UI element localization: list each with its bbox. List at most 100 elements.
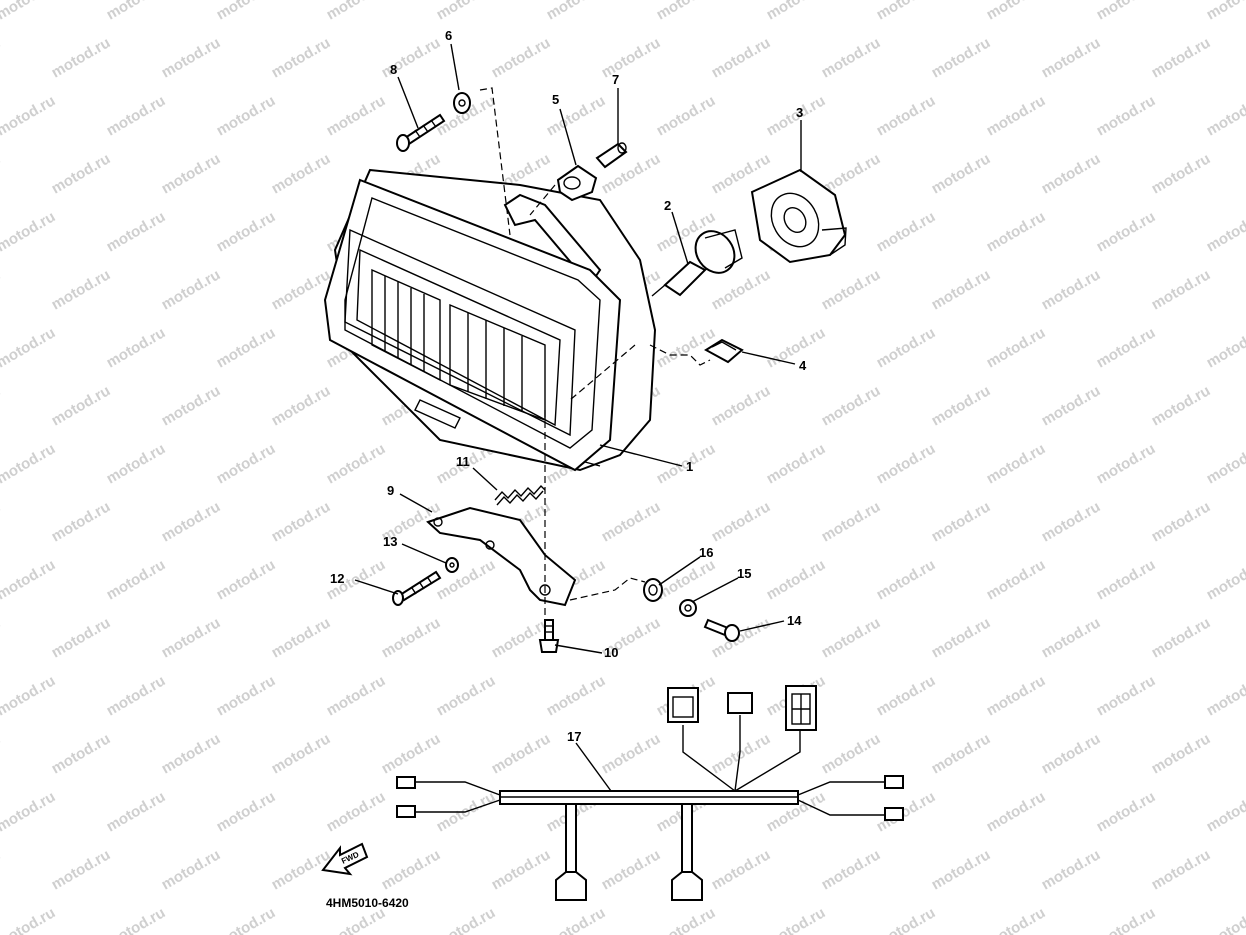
watermark-text: motod.ru <box>214 788 279 835</box>
watermark-text: motod.ru <box>929 266 994 313</box>
watermark-text: motod.ru <box>874 556 939 603</box>
watermark-text: motod.ru <box>1039 730 1104 777</box>
watermark-text: motod.ru <box>599 498 664 545</box>
watermark-text: motod.ru <box>434 672 499 719</box>
watermark-text: motod.ru <box>929 34 994 81</box>
watermark-text: motod.ru <box>819 266 884 313</box>
watermark-text: motod.ru <box>1149 846 1214 893</box>
watermark-text: motod.ru <box>104 788 169 835</box>
watermark-text: motod.ru <box>49 34 114 81</box>
watermark-text: motod.ru <box>104 324 169 371</box>
callout-labels: 1 2 3 4 5 6 7 8 9 10 11 12 13 14 15 16 1… <box>330 28 807 744</box>
watermark-text: motod.ru <box>1149 730 1214 777</box>
watermark-text: motod.ru <box>379 614 444 661</box>
watermark-text: motod.ru <box>984 672 1049 719</box>
watermark-text: motod.ru <box>0 208 58 255</box>
watermark-text: motod.ru <box>489 846 554 893</box>
watermark-text: motod.ru <box>984 324 1049 371</box>
callout-13: 13 <box>383 534 397 549</box>
watermark-text: motod.ru <box>0 788 58 835</box>
watermark-text: motod.ru <box>49 382 114 429</box>
bolt-8 <box>396 113 446 152</box>
callout-14: 14 <box>787 613 802 628</box>
callout-3: 3 <box>796 105 803 120</box>
watermark-text: motod.ru <box>0 92 58 139</box>
watermark-text: motod.ru <box>104 0 169 23</box>
watermark-text: motod.ru <box>1094 0 1159 23</box>
watermark-text: motod.ru <box>0 0 58 23</box>
watermark-text: motod.ru <box>159 498 224 545</box>
watermark-text: motod.ru <box>929 614 994 661</box>
watermark-text: motod.ru <box>0 266 3 313</box>
watermark-text: motod.ru <box>269 730 334 777</box>
watermark-text: motod.ru <box>104 672 169 719</box>
assembly-lines <box>479 87 711 630</box>
washer-13 <box>445 557 459 573</box>
socket <box>704 338 744 364</box>
watermark-text: motod.ru <box>324 788 389 835</box>
watermark-text: motod.ru <box>324 0 389 23</box>
watermark-text: motod.ru <box>159 34 224 81</box>
watermark-text: motod.ru <box>764 440 829 487</box>
watermark-text: motod.ru <box>269 382 334 429</box>
watermark-text: motod.ru <box>159 846 224 893</box>
watermark-text: motod.ru <box>709 846 774 893</box>
watermark-text: motod.ru <box>709 382 774 429</box>
watermark-text: motod.ru <box>0 382 3 429</box>
watermark-text: motod.ru <box>104 440 169 487</box>
watermark-text: motod.ru <box>874 904 939 935</box>
watermark-text: motod.ru <box>49 498 114 545</box>
watermark-text: motod.ru <box>929 382 994 429</box>
headlight-assembly <box>323 168 657 472</box>
watermark-text: motod.ru <box>1149 614 1214 661</box>
callout-10: 10 <box>604 645 618 660</box>
watermark-text: motod.ru <box>984 92 1049 139</box>
watermark-text: motod.ru <box>324 440 389 487</box>
watermark-text: motod.ru <box>159 150 224 197</box>
watermark-text: motod.ru <box>874 788 939 835</box>
watermark-text: motod.ru <box>159 730 224 777</box>
callout-1: 1 <box>686 459 693 474</box>
bulb <box>651 229 743 297</box>
callout-4: 4 <box>799 358 807 373</box>
spring <box>494 484 546 506</box>
watermark-text: motod.ru <box>324 92 389 139</box>
watermark-text: motod.ru <box>1039 266 1104 313</box>
watermark-text: motod.ru <box>599 34 664 81</box>
watermark-text: motod.ru <box>0 614 3 661</box>
watermark-text: motod.ru <box>654 0 719 23</box>
bolt-12 <box>392 570 442 606</box>
watermark-text: motod.ru <box>984 788 1049 835</box>
watermark-text: motod.ru <box>0 556 58 603</box>
watermark-text: motod.ru <box>544 672 609 719</box>
watermark-text: motod.ru <box>1204 324 1246 371</box>
watermark-text: motod.ru <box>1204 0 1246 23</box>
watermark-text: motod.ru <box>874 672 939 719</box>
watermark-text: motod.ru <box>49 846 114 893</box>
watermark-text: motod.ru <box>764 556 829 603</box>
leader-lines <box>354 43 802 792</box>
watermark-text: motod.ru <box>599 730 664 777</box>
watermark-text: motod.ru <box>1094 904 1159 935</box>
fwd-arrow: FWD <box>321 842 369 876</box>
watermark-text: motod.ru <box>434 904 499 935</box>
watermark-text: motod.ru <box>819 614 884 661</box>
watermark-text: motod.ru <box>929 150 994 197</box>
watermark-text: motod.ru <box>379 730 444 777</box>
watermark-text: motod.ru <box>489 730 554 777</box>
callout-15: 15 <box>737 566 751 581</box>
watermark-text: motod.ru <box>1204 788 1246 835</box>
watermark-text: motod.ru <box>0 498 3 545</box>
watermark-text: motod.ru <box>269 150 334 197</box>
watermark-text: motod.ru <box>49 730 114 777</box>
watermark-text: motod.ru <box>1094 440 1159 487</box>
watermark-text: motod.ru <box>819 498 884 545</box>
watermark-text: motod.ru <box>929 498 994 545</box>
watermark-text: motod.ru <box>544 0 609 23</box>
watermark-text: motod.ru <box>1039 614 1104 661</box>
watermark-text: motod.ru <box>654 904 719 935</box>
watermark-text: motod.ru <box>984 0 1049 23</box>
callout-6: 6 <box>445 28 452 43</box>
watermark-text: motod.ru <box>709 34 774 81</box>
